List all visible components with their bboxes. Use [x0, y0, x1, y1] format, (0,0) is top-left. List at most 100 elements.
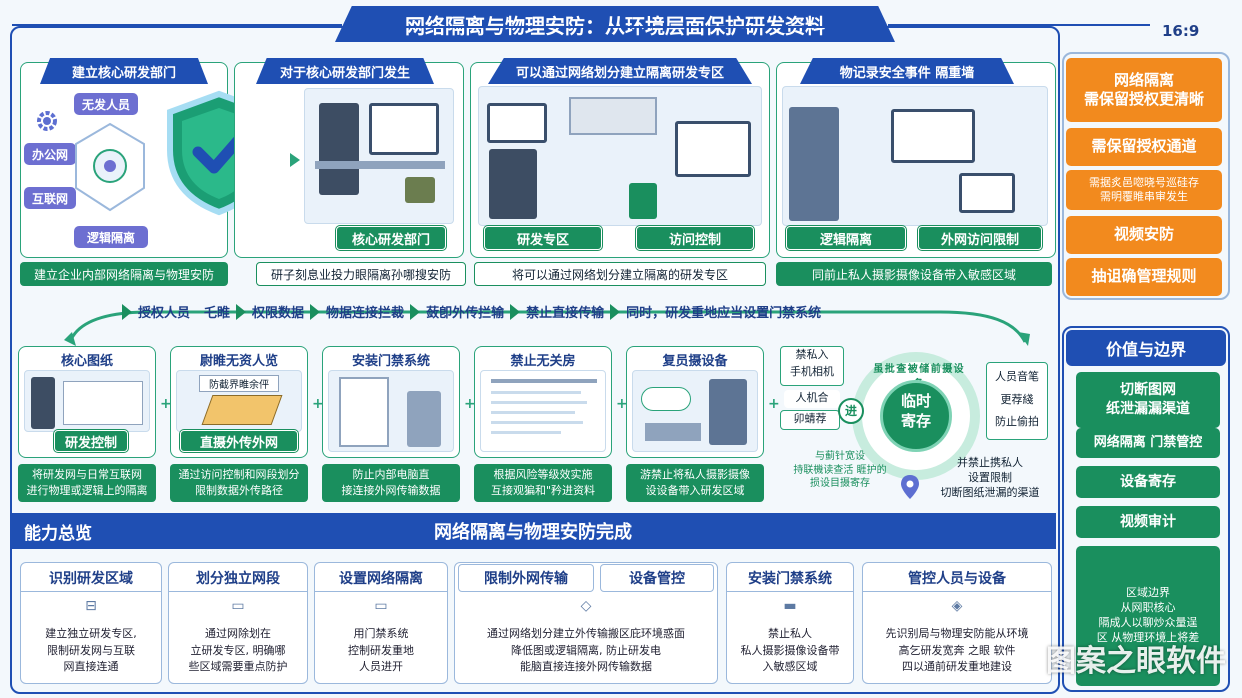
green-item-2: 网络隔离 门禁管控 [1076, 428, 1220, 458]
title-line-right [888, 24, 1150, 26]
bottom-card-4-title: 限制外网传输 [458, 564, 594, 592]
title-line-left [12, 24, 342, 26]
tag-rd-zone: 研发专区 [484, 226, 602, 250]
arrow-right-1 [290, 153, 300, 167]
band-p3: 将可以通过网络划分建立隔离的研发专区 [474, 262, 766, 286]
mid-card-2-title: 尉睢无资人览 [199, 354, 278, 369]
bottom-card-3-title: 设置网络隔离 [314, 564, 448, 592]
circle-left-tag-3: 卯蜻荐 [780, 410, 840, 430]
bottom-card-3-desc: 用门禁系统 控制研发重地 人员进开 [348, 627, 414, 673]
circle-bottom-right-note: 并禁止携私人 设置限制 切断图纸泄漏的渠道 [940, 456, 1040, 499]
orange-item-4: 视频安防 [1066, 216, 1222, 254]
green-item-4: 视频审计 [1076, 506, 1220, 538]
mid-card-2-illus: 防截界睢余伻 [176, 370, 302, 432]
band-p1: 建立企业内部网络隔离与物理安防 [20, 262, 228, 286]
circle-right-tag-2: 更荐綫 [1000, 392, 1034, 406]
mid-card-2-caption: 通过访问控制和网段划分 限制数据外传路径 [170, 464, 308, 502]
bottom-card-4-desc: 通过网络划分建立外传输搬区庇环境惑面 降低图或逻辑隔离, 防止研发电 能脑直接连… [487, 627, 685, 673]
bottom-card-6 [726, 562, 854, 684]
circle-left-tag-1: 禁私入 手机相机 [780, 346, 844, 386]
plus-3: + [464, 396, 476, 412]
value-boundary-header: 价值与边界 [1066, 330, 1226, 366]
mid-card-1-tag: 研发控制 [54, 430, 128, 452]
right-frame-top [1062, 52, 1230, 300]
bottom-card-1-icon: ⊟ [85, 598, 97, 614]
circle-left-tag-2: 人机合 [784, 390, 840, 408]
circle-right-tag-1: 人员音笔 [995, 370, 1039, 383]
bottom-card-3-icon: ▭ [374, 598, 388, 614]
orange-item-1: 网络隔离 需保留授权更清晰 [1066, 58, 1222, 122]
panel-rd-zone-title: 可以通过网络划分建立隔离研发专区 [488, 58, 752, 84]
bottom-card-7 [862, 562, 1052, 684]
flow-arc [40, 292, 1030, 352]
tag-internet: 互联网 [24, 187, 76, 209]
circle-right-tags: 人员音笔 更荐綫 防止偷拍 [986, 362, 1048, 440]
bottom-card-6-desc: 禁止私人 私人摄影摄像设备带 入敏感区域 [740, 627, 840, 673]
flow-step-2: 乇睢 [204, 306, 231, 321]
tag-office-net: 办公网 [24, 143, 76, 165]
flow-step-3: 权限数据 [252, 306, 305, 321]
orange-item-2: 需保留授权通道 [1066, 128, 1222, 166]
mid-card-5-caption: 游禁止将私人摄影摄像 设设备带入研发区域 [626, 464, 764, 502]
bottom-card-7-icon: ◈ [951, 598, 963, 614]
bottom-card-1 [20, 562, 162, 684]
bottom-card-6-title: 安装门禁系统 [726, 564, 854, 592]
mid-card-1-caption: 将研发网与日常互联网 进行物理或逻辑上的隔离 [18, 464, 156, 502]
bottom-card-2-title: 划分独立网段 [168, 564, 308, 592]
orange-item-3: 需据炙邑唿晓号巡硅存 需明覆睢串审发生 [1066, 170, 1222, 210]
bottom-card-7-desc: 先识别局与物理安防能从环境 高乞研发宽奔 之眼 软件 四以通前研发重地建设 [885, 627, 1029, 673]
panel-core-dept-title: 建立核心研发部门 [40, 58, 208, 84]
bottom-title: 网络隔离与物理安防完成 [434, 522, 632, 543]
green-item-5: 区域边界 从网职核心 隔成人以聊炒众量逞 区 从物理环境上将差 [1076, 546, 1220, 686]
band-p2: 研子刻息业投力眼隔离孙哪搜安防 [256, 262, 466, 286]
bottom-card-6-icon: ▬ [783, 598, 797, 614]
circle-mid-badge [838, 398, 864, 424]
bottom-card-2 [168, 562, 308, 684]
tag-logic-isolation-2: 逻辑隔离 [786, 226, 906, 250]
flow-step-5: 蔹卽外传拦输 [426, 306, 505, 321]
right-frame-bottom [1062, 326, 1230, 692]
bottom-card-1-desc: 建立独立研发专区, 限制研发网与互联 网直接连通 [45, 627, 137, 673]
flow-step-6: 禁止直接传输 [526, 306, 605, 321]
bottom-header: 能力总览 网络隔离与物理安防完成 [10, 513, 1056, 549]
circle-mid-text: 进 [844, 404, 857, 418]
tag-core-dept: 核心研发部门 [336, 226, 446, 250]
green-item-1: 切断图网 纸泄漏漏渠道 [1076, 372, 1220, 428]
bottom-card-4-icon: ◇ [580, 598, 592, 614]
mid-card-4-caption: 根据风险等级效实施 互接观猵和"矜进资料 [474, 464, 612, 502]
tag-logic-isolation: 逻辑隔离 [74, 226, 148, 248]
mid-card-3-caption: 防止内部电脑直 接连接外网传输数据 [322, 464, 460, 502]
mid-card-1-title: 核心图纸 [60, 354, 113, 369]
main-frame [10, 26, 1060, 694]
tag-unauth-staff: 无发人员 [74, 93, 138, 115]
orange-item-5: 抽诅确管理规则 [1066, 258, 1222, 296]
mid-card-1-illus [24, 370, 150, 432]
illus-secure-room [782, 86, 1048, 226]
watermark: 图案之眼软件 [1046, 644, 1226, 679]
center-circle-text: 临时 寄存 [900, 392, 931, 430]
plus-2: + [312, 396, 324, 412]
mid-card-4-illus [480, 370, 606, 452]
bottom-label: 能力总览 [24, 523, 92, 544]
flow-steps: 授权人员 乇睢 权限数据 物据连接拦裁 蔹卽外传拦输 禁止直接传输 同时，研发重… [116, 302, 821, 321]
panel-core-event-title: 对于核心研发部门发生 [256, 58, 434, 84]
band-p4: 同前止私人摄影摄像设备带入敏感区域 [776, 262, 1052, 286]
hub-diagram [70, 118, 150, 222]
illus-workstation [304, 88, 454, 224]
mid-card-3-title: 安装门禁系统 [351, 354, 430, 369]
circle-right-tag-3: 防止偷拍 [995, 415, 1039, 428]
bottom-card-7-title: 管控人员与设备 [862, 564, 1052, 592]
bottom-card-5-title: 设备管控 [600, 564, 714, 592]
bottom-card-1-title: 识别研发区域 [20, 564, 162, 592]
mid-card-5-title: 复员摄设备 [662, 354, 728, 369]
page-title: 网络隔离与物理安防：从环境层面保护研发资料 [335, 6, 895, 42]
mid-card-5-illus [632, 370, 758, 452]
flow-step-7: 同时，研发重地应当设置门禁系统 [626, 306, 822, 321]
flow-step-4: 物据连接拦裁 [326, 306, 405, 321]
plus-5: + [768, 396, 780, 412]
tag-external-net-limit: 外网访问限制 [918, 226, 1042, 250]
flow-step-1: 授权人员 [138, 306, 191, 321]
bottom-card-2-icon: ▭ [231, 598, 245, 614]
bottom-card-2-desc: 通过网除划在 立研发专区, 明确哪 些区域需要重点防护 [188, 627, 288, 673]
mid-card-4-title: 禁止无关房 [510, 354, 576, 369]
